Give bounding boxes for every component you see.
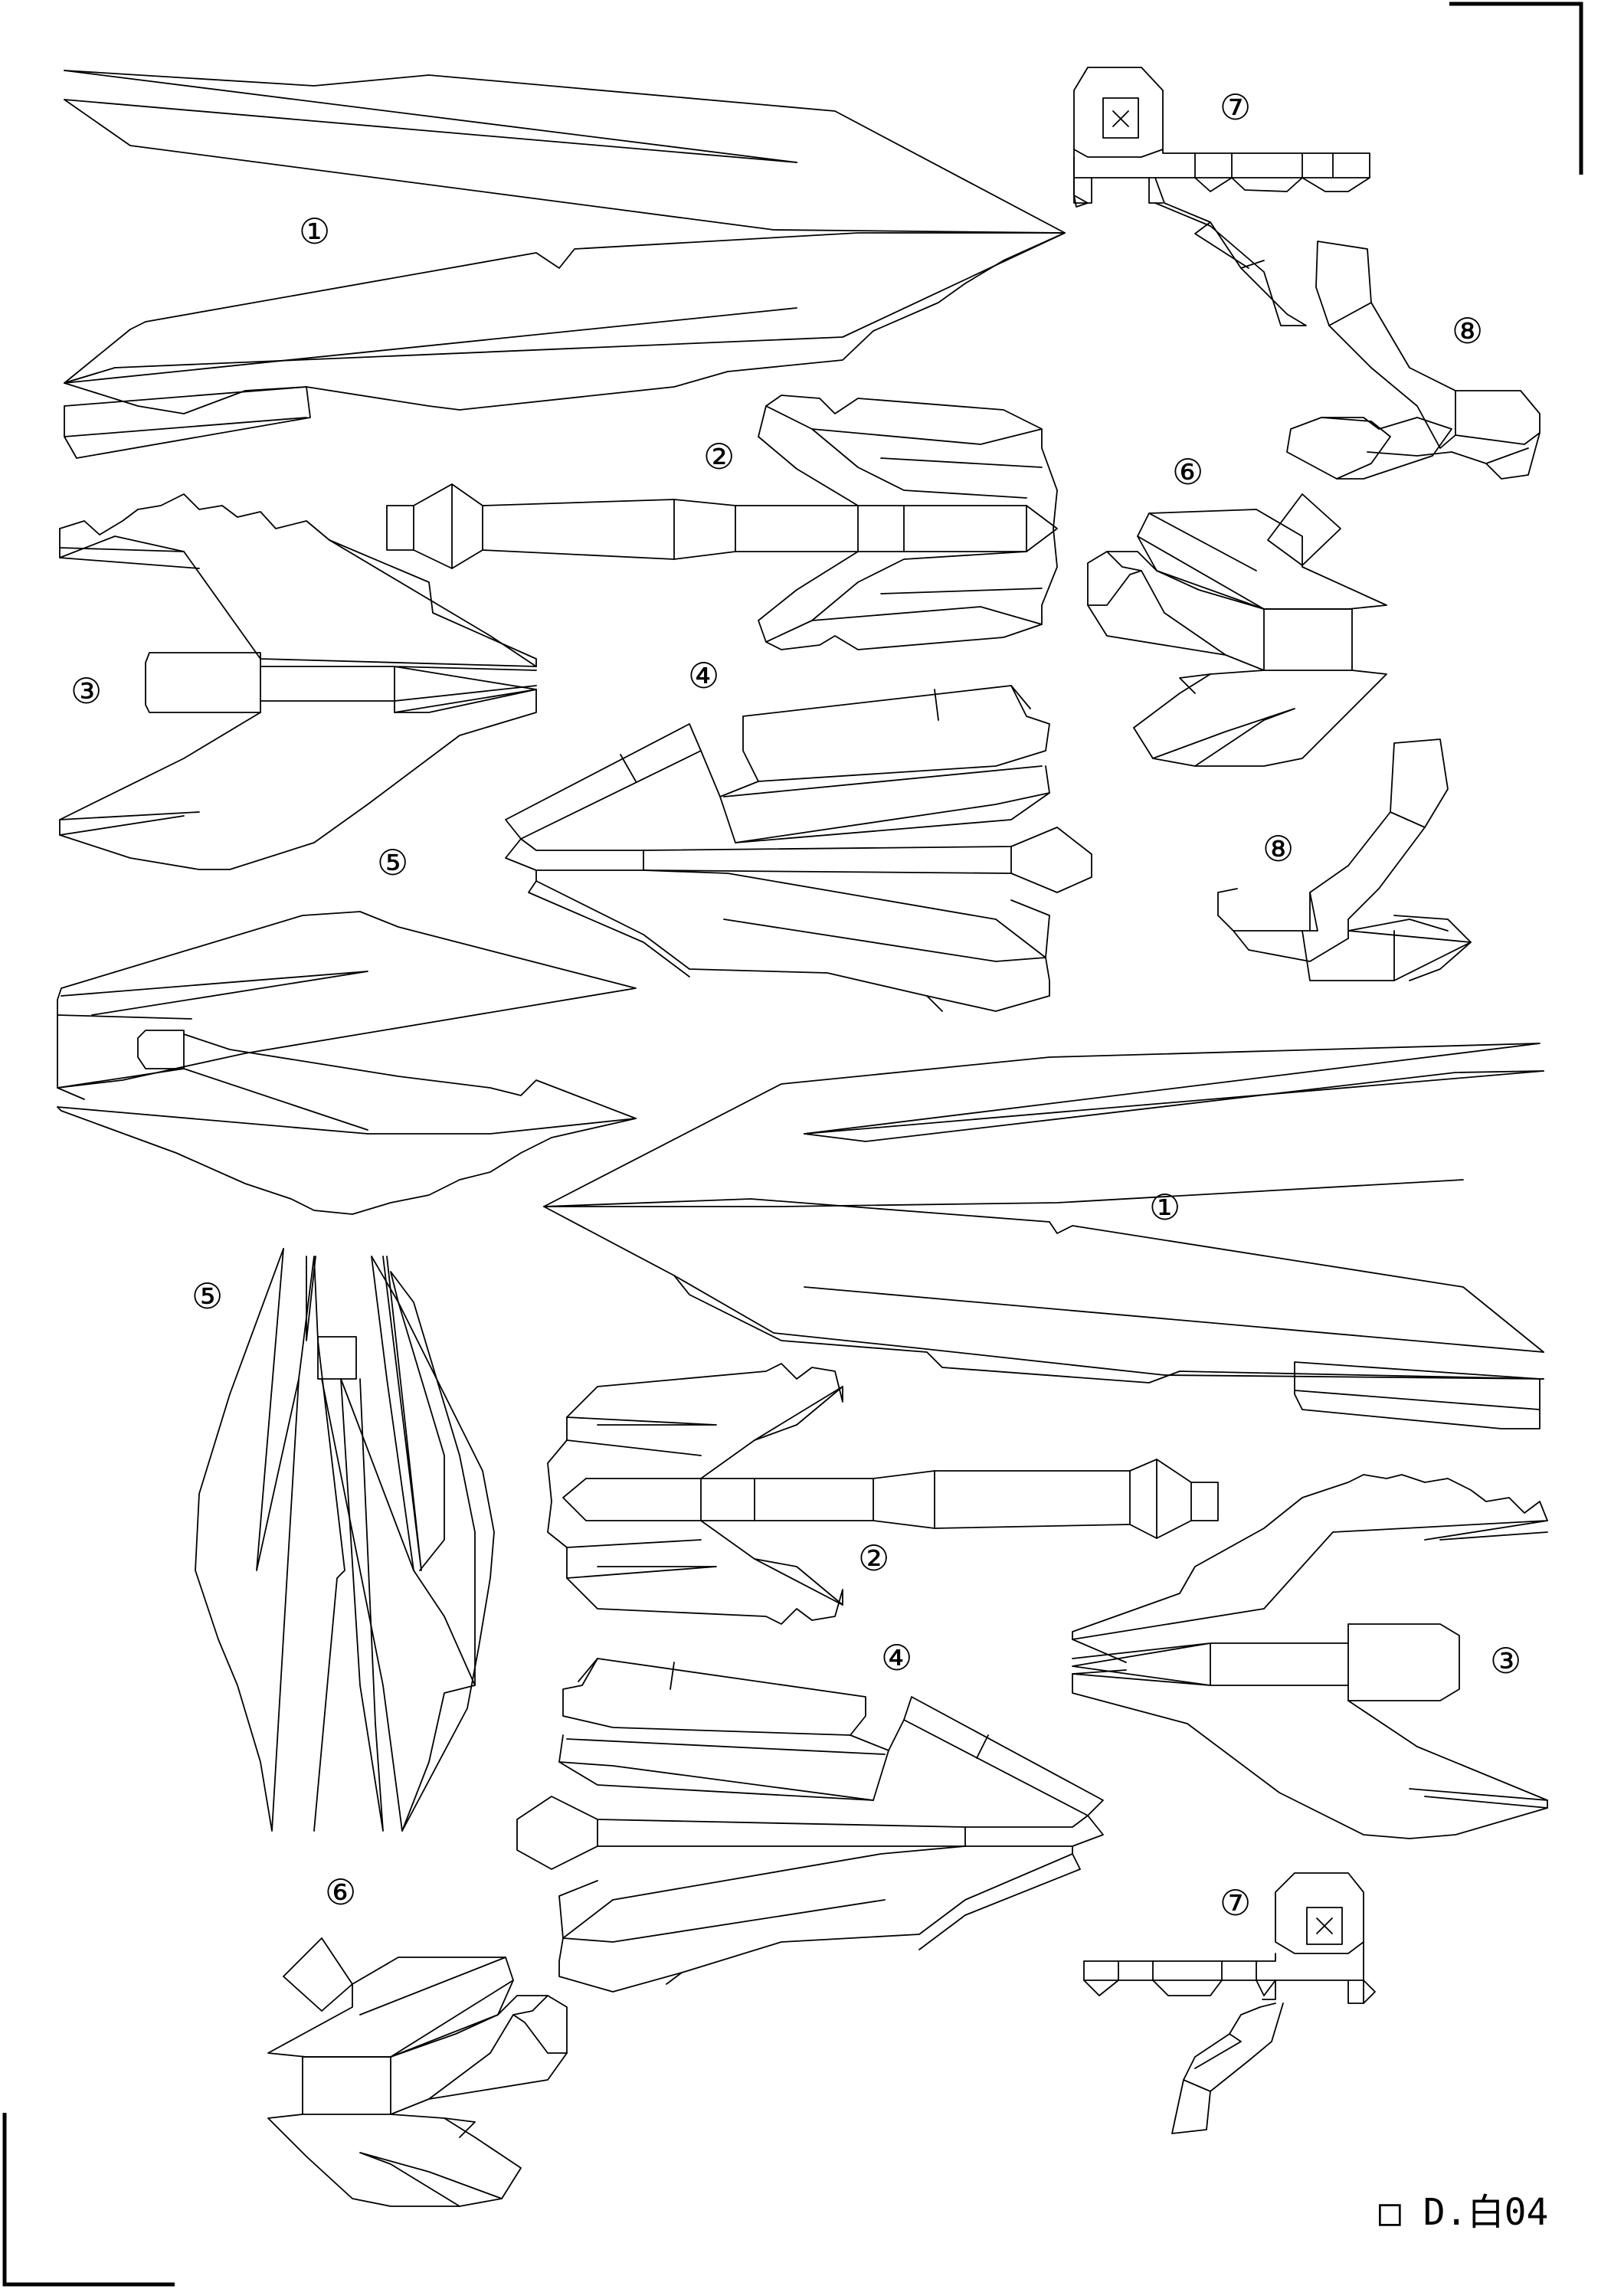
part-label-1-top: ① <box>299 211 330 252</box>
part-1-top <box>64 70 1066 459</box>
corner-mark-bottom-left <box>2 2113 175 2287</box>
part-6-bottom <box>267 1937 568 2207</box>
part-label-4-bottom: ④ <box>881 1637 912 1678</box>
cross-icon <box>1112 110 1129 127</box>
part-label-7-bottom: ⑦ <box>1220 1882 1251 1924</box>
cut-box <box>1102 97 1139 139</box>
part-label-7-top: ⑦ <box>1220 87 1251 128</box>
part-1-middle <box>543 1043 1544 1429</box>
part-5-horizontal <box>57 911 637 1215</box>
part-label-3-top: ③ <box>70 670 102 712</box>
part-6-top <box>1087 493 1387 767</box>
part-label-4-top: ④ <box>688 655 719 696</box>
part-label-2-top: ② <box>703 436 735 477</box>
part-8-top <box>1286 241 1541 480</box>
part-5-vertical <box>195 1248 495 1832</box>
part-label-1-middle: ① <box>1149 1187 1180 1228</box>
registration-marks <box>2 2 1583 2287</box>
corner-mark-top-right <box>1449 2 1583 175</box>
part-label-8-middle: ⑧ <box>1262 828 1294 869</box>
part-label-6-top: ⑥ <box>1172 451 1203 493</box>
cut-box <box>1306 1907 1343 1945</box>
part-label-5-vertical: ⑤ <box>192 1275 223 1317</box>
part-7-top <box>1073 67 1370 326</box>
part-7-bottom <box>1083 1872 1376 2134</box>
part-3-top <box>59 493 537 870</box>
part-3-middle <box>1072 1474 1548 1839</box>
cross-icon <box>1316 1917 1333 1934</box>
part-label-6-bottom: ⑥ <box>325 1871 356 1913</box>
part-label-8-top: ⑧ <box>1452 310 1483 352</box>
part-2-middle <box>547 1363 1219 1625</box>
part-label-5-horizontal: ⑤ <box>377 842 408 883</box>
part-label-2-middle: ② <box>858 1537 889 1579</box>
sheet-code: □ D.白04 <box>1379 2191 1548 2234</box>
part-label-3-middle: ③ <box>1490 1640 1521 1682</box>
part-8-middle <box>1217 738 1472 981</box>
part-4-bottom <box>516 1658 1104 1993</box>
part-4-top <box>505 685 1092 1012</box>
part-2-top <box>386 395 1058 650</box>
